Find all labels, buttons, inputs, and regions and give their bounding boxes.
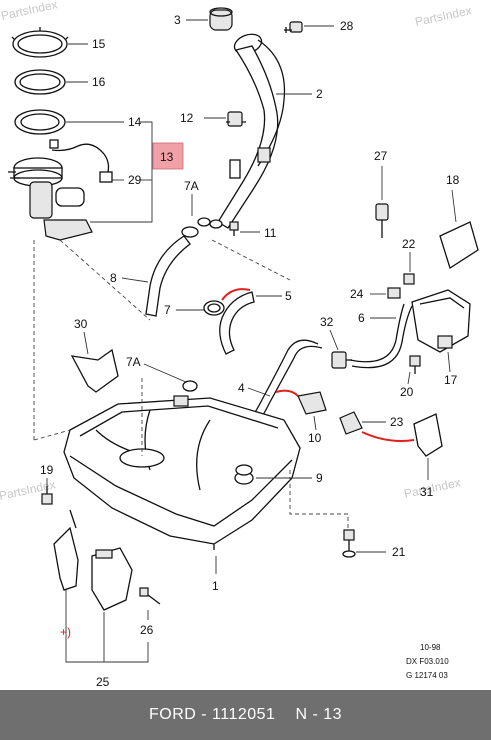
clip-12[interactable]	[226, 111, 246, 127]
watermark-top-left: PartsIndex	[0, 0, 59, 23]
clip-10[interactable]	[297, 391, 327, 415]
callout-29: 29	[128, 173, 142, 187]
bracket-25-plate[interactable]	[53, 509, 79, 591]
callout-31: 31	[420, 485, 434, 499]
clamp-7[interactable]	[203, 300, 225, 316]
footer-page: N - 13	[295, 706, 343, 723]
callout-25: 25	[96, 675, 110, 689]
callout-30: 30	[74, 317, 88, 331]
canister-module-18[interactable]	[439, 221, 479, 270]
callout-16: 16	[92, 75, 106, 89]
callout-21: 21	[392, 545, 406, 559]
module-25[interactable]	[91, 547, 133, 611]
code-date: 10-98	[420, 643, 441, 652]
callout-1: 1	[212, 579, 219, 593]
bracket-13	[90, 121, 153, 223]
exploded-parts-diagram: .p { fill: none; stroke: #111; stroke-wi…	[0, 0, 479, 689]
red-arrow-10	[275, 389, 299, 397]
watermark-top-right: PartsIndex	[414, 3, 473, 29]
screw-26[interactable]	[139, 587, 161, 605]
callout-27: 27	[374, 149, 388, 163]
callout-23: 23	[390, 415, 404, 429]
highlight-box-13	[152, 142, 184, 170]
footer-bar: FORD - 1112051 N - 13	[0, 690, 491, 740]
callout-7a-mid: 7A	[126, 355, 141, 369]
hose-8[interactable]	[145, 235, 191, 317]
red-arrow-top	[221, 288, 251, 301]
callout-28: 28	[340, 19, 354, 33]
callout-3: 3	[174, 13, 181, 27]
filler-pipe-2[interactable]	[197, 31, 286, 229]
vapor-hose-6[interactable]	[349, 303, 413, 369]
callout-19: 19	[40, 463, 54, 477]
lock-ring-15[interactable]	[11, 27, 69, 58]
bolt-27[interactable]	[375, 203, 389, 238]
footer-part-number: FORD - 1112051	[148, 706, 276, 723]
callout-6: 6	[358, 311, 365, 325]
code-num: G 12174 03	[406, 671, 448, 680]
callout-4: 4	[238, 381, 245, 395]
heat-shield-30[interactable]	[70, 348, 119, 393]
seal-ring-14[interactable]	[14, 109, 66, 135]
screw-28[interactable]	[284, 21, 303, 33]
callout-10: 10	[308, 431, 322, 445]
callout-11: 11	[264, 226, 277, 240]
callout-22: 22	[402, 237, 416, 251]
bolt-19[interactable]	[41, 486, 53, 505]
shield-31[interactable]	[413, 413, 443, 457]
callout-13: 13	[160, 150, 174, 164]
clip-23[interactable]	[339, 411, 363, 435]
connector-32[interactable]	[331, 351, 352, 369]
callout-7: 7	[164, 303, 171, 317]
bolt-20[interactable]	[409, 355, 421, 374]
red-arrow-31	[361, 431, 415, 442]
callout-18: 18	[446, 173, 460, 187]
plus-label: +)	[60, 625, 71, 639]
code-ref: DX F03.010	[406, 657, 449, 666]
callout-8: 8	[110, 271, 117, 285]
callout-9: 9	[316, 471, 323, 485]
callout-2: 2	[316, 87, 323, 101]
vent-hose-5[interactable]	[219, 291, 255, 355]
canister-bracket-17[interactable]	[411, 289, 471, 353]
callout-26: 26	[140, 623, 154, 637]
clamp-7a-top[interactable]	[181, 226, 199, 238]
callout-20: 20	[400, 385, 414, 399]
callout-15: 15	[92, 37, 106, 51]
fuel-pump-assembly[interactable]	[8, 139, 113, 241]
callout-17: 17	[444, 373, 458, 387]
bracket-25	[65, 590, 149, 663]
retaining-ring-16[interactable]	[14, 69, 66, 95]
cap-3[interactable]	[209, 7, 233, 31]
callout-7a-top: 7A	[184, 179, 199, 193]
callout-12: 12	[180, 111, 194, 125]
callout-5: 5	[285, 289, 292, 303]
fuel-tank-1[interactable]	[63, 395, 301, 550]
clip-24[interactable]	[387, 287, 401, 299]
callout-32: 32	[320, 315, 334, 329]
bolt-21[interactable]	[342, 529, 356, 558]
callout-14: 14	[128, 115, 142, 129]
callout-24: 24	[350, 287, 364, 301]
clamp-7a-mid[interactable]	[182, 380, 198, 392]
clip-22[interactable]	[403, 273, 415, 285]
screw-11[interactable]	[229, 221, 239, 236]
cap-9[interactable]	[235, 464, 253, 476]
